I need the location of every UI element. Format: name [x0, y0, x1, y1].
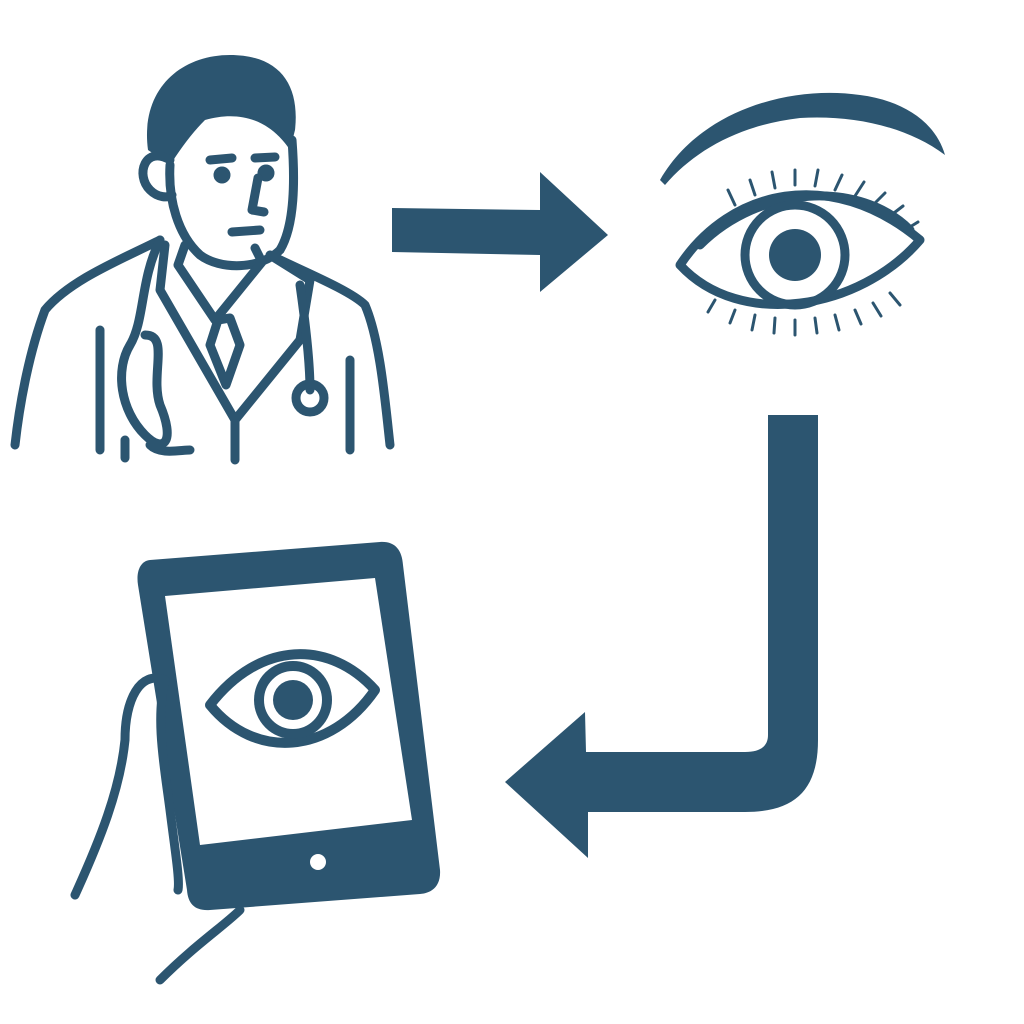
doctor-tie — [205, 313, 245, 390]
iris — [740, 200, 850, 310]
tablet-eye-icon — [70, 541, 441, 985]
doctor-face — [165, 135, 299, 271]
doctor-ear — [138, 151, 177, 202]
arrow-return-left-icon — [505, 415, 818, 858]
hand — [70, 673, 245, 985]
stethoscope — [117, 235, 315, 463]
pupil — [769, 229, 821, 281]
eyebrow — [660, 92, 945, 185]
doctor-neck — [173, 240, 267, 325]
doctor-coat — [10, 235, 395, 465]
eye-icon — [660, 92, 945, 337]
doctor-hair — [146, 55, 296, 165]
doctor-icon — [10, 55, 395, 465]
arrow-right-icon — [392, 172, 608, 292]
home-button — [310, 854, 326, 870]
screen-eye-outline — [205, 649, 380, 748]
